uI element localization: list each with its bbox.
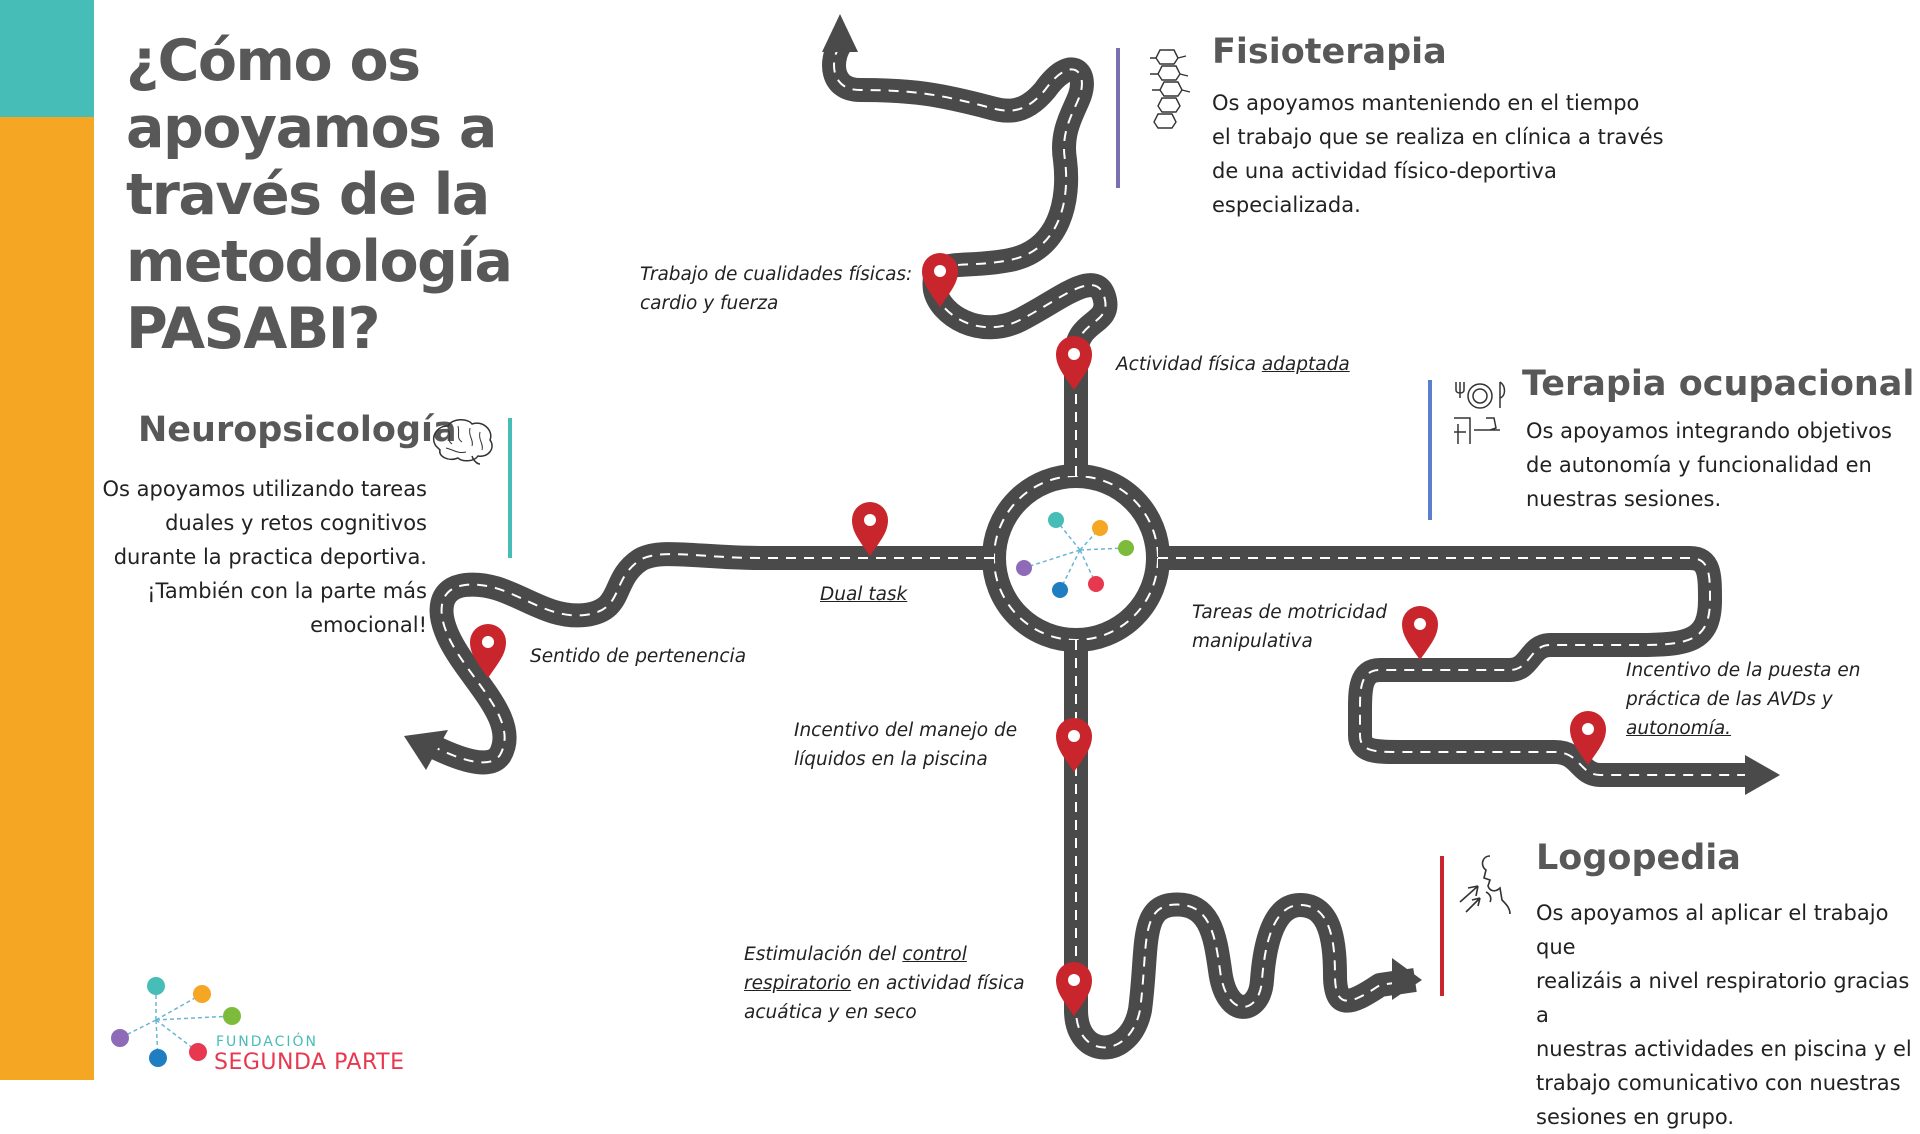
fisio-accent-bar xyxy=(1116,48,1120,188)
terapia-accent-bar xyxy=(1428,380,1432,520)
logo-text-segunda-parte: SEGUNDA PARTE xyxy=(214,1050,405,1075)
fisio-text: Os apoyamos manteniendo en el tiempo el … xyxy=(1212,86,1664,222)
label-part: control xyxy=(902,944,967,965)
label-part: Sentido de pertenencia xyxy=(530,646,747,667)
fisio-title: Fisioterapia xyxy=(1212,32,1447,72)
label-line: manipulativa xyxy=(1192,631,1313,652)
spine-icon xyxy=(1140,46,1194,141)
label-part: Actividad física xyxy=(1116,354,1262,375)
label-line: Incentivo del manejo de xyxy=(794,720,1018,741)
arrow-east xyxy=(1745,755,1780,795)
label-trabajo: Trabajo de cualidades físicas: cardio y … xyxy=(640,260,912,318)
neuro-line: Os apoyamos utilizando tareas xyxy=(102,477,427,501)
label-part: Estimulación del xyxy=(744,944,903,965)
label-part: Dual task xyxy=(820,584,908,605)
label-part: en actividad física xyxy=(851,973,1025,994)
logo-accent-bar xyxy=(1440,856,1444,996)
neuro-title: Neuropsicología xyxy=(138,410,457,450)
road-west xyxy=(424,542,994,775)
center-network xyxy=(1016,512,1134,598)
pin-tareas xyxy=(1402,606,1438,660)
terapia-title: Terapia ocupacional xyxy=(1522,364,1915,404)
logo-line: sesiones en grupo. xyxy=(1536,1105,1734,1129)
page-title: ¿Cómo os apoyamos a través de la metodol… xyxy=(126,28,513,362)
logo-text: Os apoyamos al aplicar el trabajo que re… xyxy=(1536,896,1920,1134)
speech-icon xyxy=(1456,852,1512,921)
label-sentido: Sentido de pertenencia xyxy=(530,642,746,671)
label-estimulacion: Estimulación del control respiratorio en… xyxy=(744,940,1025,1027)
label-line: cardio y fuerza xyxy=(640,293,779,314)
neuro-line: ¡También con la parte más xyxy=(147,579,427,603)
label-actividad: Actividad física adaptada xyxy=(1116,350,1350,379)
logo-text-fundacion: FUNDACIÓN xyxy=(216,1034,319,1050)
label-line: práctica de las AVDs y xyxy=(1626,689,1833,710)
label-line: autonomía. xyxy=(1626,718,1732,739)
label-part: respiratorio xyxy=(744,973,852,994)
label-line: líquidos en la piscina xyxy=(794,749,988,770)
arrow-south xyxy=(1392,958,1422,1000)
label-dual: Dual task xyxy=(820,580,907,609)
road-east xyxy=(1158,546,1745,787)
brain-icon xyxy=(428,416,496,471)
neuro-text: Os apoyamos utilizando tareas duales y r… xyxy=(87,472,427,642)
label-line: Incentivo de la puesta en xyxy=(1626,660,1861,681)
logo-line: trabajo comunicativo con nuestras xyxy=(1536,1071,1901,1095)
fisio-line: el trabajo que se realiza en clínica a t… xyxy=(1212,125,1664,149)
road-south xyxy=(1064,640,1417,1060)
logo-line: nuestras actividades en piscina y el xyxy=(1536,1037,1912,1061)
neuro-line: durante la practica deportiva. xyxy=(113,545,427,569)
arrowheads xyxy=(404,14,1780,1000)
label-line: acuática y en seco xyxy=(744,1002,917,1023)
arrow-north xyxy=(822,14,858,52)
sidebar-teal-block xyxy=(0,0,94,117)
label-incentivo-avd: Incentivo de la puesta en práctica de la… xyxy=(1626,656,1860,743)
terapia-line: Os apoyamos integrando objetivos xyxy=(1526,419,1892,443)
label-line: Estimulación del control xyxy=(744,940,1025,969)
fisio-line: de una actividad físico-deportiva xyxy=(1212,159,1557,183)
fisio-line: Os apoyamos manteniendo en el tiempo xyxy=(1212,91,1640,115)
road-north xyxy=(822,38,1118,476)
logo-mark xyxy=(106,970,246,1075)
label-liquidos: Incentivo del manejo de líquidos en la p… xyxy=(794,716,1017,774)
left-sidebar xyxy=(0,0,94,1080)
logo-line: Os apoyamos al aplicar el trabajo que xyxy=(1536,901,1889,959)
label-line: Trabajo de cualidades físicas: xyxy=(640,264,913,285)
neuro-line: duales y retos cognitivos xyxy=(165,511,427,535)
logo-title: Logopedia xyxy=(1536,838,1741,878)
terapia-line: nuestras sesiones. xyxy=(1526,487,1722,511)
arrow-west xyxy=(404,730,448,770)
label-tareas: Tareas de motricidad manipulativa xyxy=(1192,598,1387,656)
road-map xyxy=(404,14,1780,1060)
label-part: adaptada xyxy=(1261,354,1350,375)
label-line: respiratorio en actividad física xyxy=(744,969,1025,998)
logo-line: realizáis a nivel respiratorio gracias a xyxy=(1536,969,1910,1027)
dining-icon xyxy=(1450,374,1510,449)
fisio-line: especializada. xyxy=(1212,193,1361,217)
neuro-line: emocional! xyxy=(310,613,427,637)
label-line: Tareas de motricidad xyxy=(1192,602,1388,623)
terapia-line: de autonomía y funcionalidad en xyxy=(1526,453,1872,477)
terapia-text: Os apoyamos integrando objetivos de auto… xyxy=(1526,414,1892,516)
neuro-accent-bar xyxy=(508,418,512,558)
